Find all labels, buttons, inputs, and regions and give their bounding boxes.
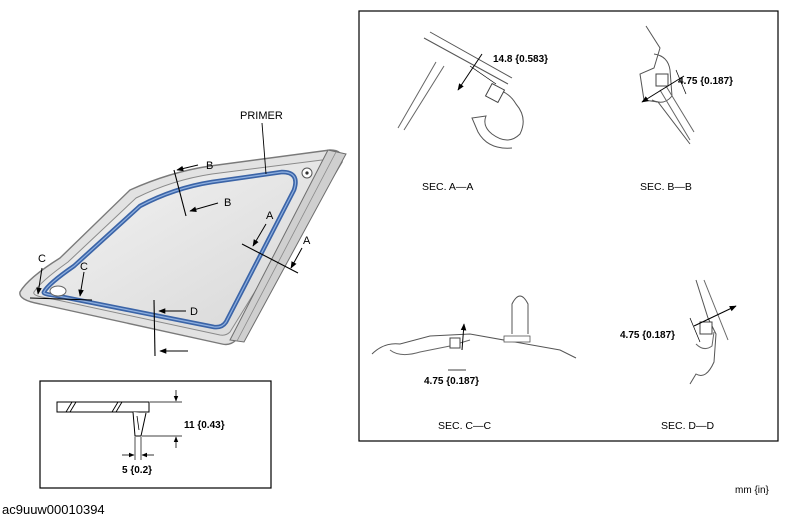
sec-dd-dim-arrow — [693, 305, 737, 327]
section-views-frame — [358, 10, 779, 442]
section-views-box: 14.8 {0.583} SEC. A—A 4.75 {0.187} SEC. … — [358, 10, 779, 442]
break-mark-1 — [65, 401, 73, 413]
section-aa: 14.8 {0.583} SEC. A—A — [397, 31, 548, 193]
sec-dd-molding — [695, 331, 715, 350]
bead-detail-frame — [39, 380, 272, 489]
bead-glass-layer — [56, 401, 150, 413]
cut-label-a-lower: A — [303, 235, 311, 247]
units-note: mm {in} — [735, 485, 770, 496]
primer-leader — [261, 122, 267, 175]
break-mark-2 — [69, 401, 77, 413]
sec-cc-clip-base — [503, 335, 531, 343]
sec-aa-glass — [423, 31, 513, 85]
cut-label-a-upper: A — [266, 210, 274, 222]
sec-bb-dim-arrow — [641, 75, 685, 103]
cut-arrow-a-lower — [290, 247, 303, 269]
sec-cc-dimension: 4.75 {0.187} — [424, 376, 479, 387]
figure-code: ac9uuw00010394 — [2, 502, 105, 517]
cut-arrow-a-upper — [252, 223, 267, 247]
cut-line-c — [29, 297, 93, 301]
sec-bb-dim-line — [675, 69, 687, 95]
sec-cc-body — [371, 333, 577, 359]
bead-inner-line — [136, 415, 140, 431]
sec-bb-dimension: 4.75 {0.187} — [678, 76, 733, 87]
sec-cc-molding — [389, 339, 471, 356]
pillar-strip-line — [236, 151, 337, 342]
sec-dd-pillar — [689, 279, 717, 385]
sec-aa-dim-line — [469, 65, 497, 85]
sec-cc-dim-arrow — [460, 323, 467, 351]
sec-aa-bead — [484, 82, 506, 104]
bead-width-label: 5 {0.2} — [122, 465, 152, 476]
rear-pillar-strip — [229, 149, 347, 343]
sec-aa-dim-arrow — [457, 53, 483, 91]
sec-dd-bead — [699, 321, 713, 335]
sec-aa-dimension: 14.8 {0.583} — [493, 54, 548, 65]
bead-height-label: 11 {0.43} — [184, 420, 225, 431]
primer-label: PRIMER — [240, 110, 283, 122]
cut-line-a — [241, 243, 299, 274]
urethane-bead — [132, 411, 147, 437]
cut-arrow-b-lower — [189, 202, 219, 212]
cut-line-d — [153, 299, 156, 357]
sec-aa-body — [397, 61, 445, 131]
sec-dd-title: SEC. D—D — [661, 420, 715, 432]
clip-icon — [49, 285, 67, 297]
cut-label-b-upper: B — [206, 160, 213, 172]
section-dd: 4.75 {0.187} SEC. D—D — [620, 279, 737, 432]
sec-cc-clip — [511, 295, 529, 334]
sec-bb-molding — [651, 53, 673, 103]
bead-detail-box: 11 {0.43} 5 {0.2} — [39, 380, 272, 489]
sec-bb-bead — [655, 73, 669, 87]
sec-aa-molding — [471, 87, 524, 149]
sec-bb-glass — [659, 85, 695, 141]
sec-dd-glass — [703, 279, 729, 341]
cut-label-c-upper: C — [38, 253, 46, 265]
sec-cc-bead — [449, 337, 461, 349]
section-bb: 4.75 {0.187} SEC. B—B — [639, 25, 733, 193]
break-mark-3 — [111, 401, 119, 413]
section-cc: 4.75 {0.187} SEC. C—C — [371, 295, 577, 432]
cut-arrow-c-lower — [78, 271, 85, 297]
fastener-stud-center — [305, 171, 309, 175]
cut-label-b-lower: B — [224, 197, 231, 209]
break-mark-4 — [115, 401, 123, 413]
sec-dd-dimension: 4.75 {0.187} — [620, 330, 675, 341]
quarter-glass-view: PRIMER B B A A C C D — [19, 110, 347, 357]
sec-bb-title: SEC. B—B — [640, 181, 692, 193]
cut-line-b — [173, 169, 187, 217]
cut-arrow-b-upper — [176, 164, 199, 172]
sec-dd-dim-line — [689, 317, 701, 343]
sec-aa-title: SEC. A—A — [422, 181, 473, 193]
sec-cc-title: SEC. C—C — [438, 420, 492, 432]
cut-label-c-lower: C — [80, 261, 88, 273]
cut-label-d: D — [190, 306, 198, 318]
cut-arrow-c-upper — [36, 267, 43, 295]
